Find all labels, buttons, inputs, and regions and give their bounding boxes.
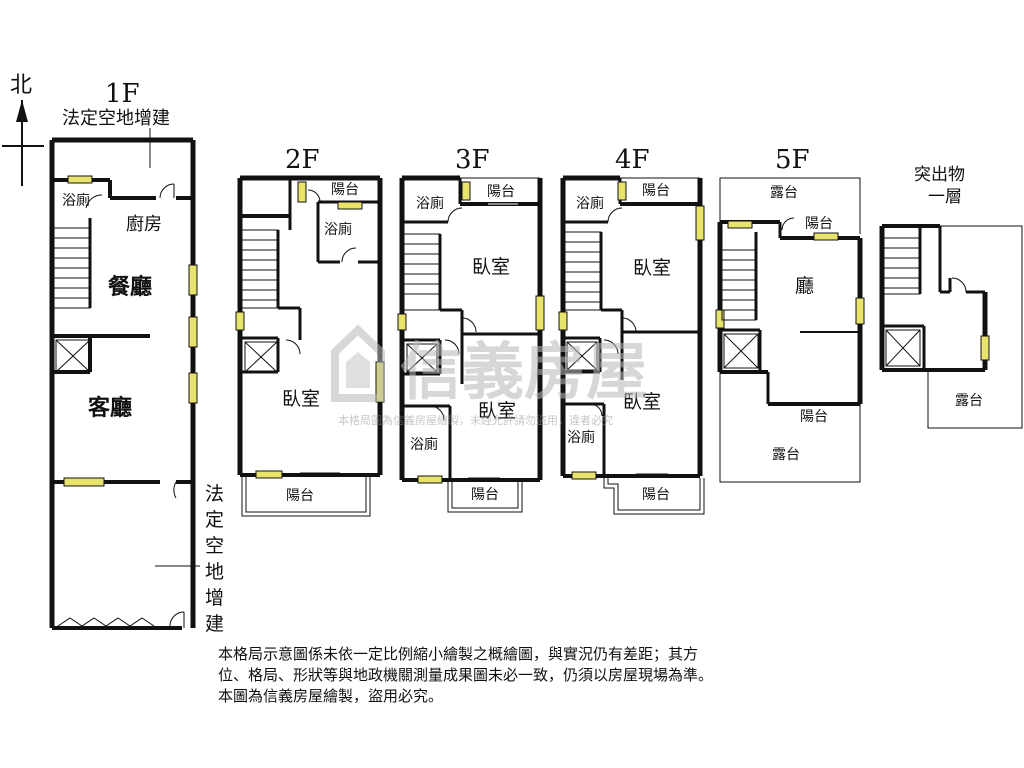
f2-bedroom-label: 臥室: [282, 388, 320, 410]
floor-title-5f: 5F: [775, 145, 810, 175]
f5-balcony-bottom-label: 陽台: [800, 409, 828, 425]
disclaimer-line: 位、格局、形狀等與地政機關測量成果圖未必一致，仍須以房屋現場為準。: [218, 666, 714, 684]
f3-balcony-bottom-label: 陽台: [471, 487, 499, 503]
floor-1f: 1F 法定空地增建: [49, 79, 198, 630]
floor-4f: 4F: [558, 145, 705, 515]
floor-title-2f: 2F: [285, 145, 320, 175]
f1-dining-label: 餐廳: [108, 274, 152, 300]
f4-bedroom-bottom-label: 臥室: [623, 391, 661, 413]
side-note: 法 定 空 地 增 建: [155, 483, 224, 635]
disclaimer-line: 本圖為信義房屋繪製，盜用必究。: [218, 687, 444, 705]
roof-terrace-label: 露台: [955, 393, 983, 409]
f5-terrace-bottom-label: 露台: [772, 447, 800, 463]
roof-title-line1: 突出物: [914, 165, 965, 185]
watermark-brand: 信義房屋: [400, 335, 648, 408]
floor-5f: 5F 露台 陽台 廳 陽台: [715, 145, 865, 483]
floor-2f: 2F: [235, 145, 385, 517]
north-label: 北: [10, 73, 32, 98]
floor-3f: 3F: [397, 145, 545, 513]
side-note-char: 建: [205, 613, 224, 635]
watermark-notice: 本格局圖為信義房屋繪製，未經允許請勿盜用，違者必究: [338, 413, 613, 427]
f1-bath-label: 浴廁: [62, 192, 90, 209]
f5-balcony-top-label: 陽台: [805, 216, 833, 232]
floor-roof: 突出物 一層 露台: [879, 165, 1023, 429]
disclaimer: 本格局示意圖係未依一定比例縮小繪製之概繪圖，與實況仍有差距；其方 位、格局、形狀…: [218, 644, 818, 707]
floor-title-1f: 1F: [105, 79, 140, 109]
floor-title-3f: 3F: [455, 145, 490, 175]
f2-balcony-bottom-label: 陽台: [286, 488, 314, 504]
watermark: 信義房屋 本格局圖為信義房屋繪製，未經允許請勿盜用，違者必究: [331, 324, 648, 427]
f5-hall-label: 廳: [795, 275, 814, 297]
f4-bedroom-top-label: 臥室: [633, 257, 671, 279]
f5-terrace-top-label: 露台: [770, 185, 798, 201]
f4-balcony-top-label: 陽台: [642, 183, 670, 199]
side-note-char: 增: [205, 587, 224, 609]
f3-bedroom-top-label: 臥室: [472, 256, 510, 278]
f1-kitchen-label: 廚房: [126, 213, 162, 235]
f3-bath-top-label: 浴廁: [416, 195, 444, 212]
side-note-char: 地: [205, 561, 224, 583]
f3-bath-bottom-label: 浴廁: [410, 436, 438, 453]
house-logo-icon: [331, 324, 385, 402]
f3-bedroom-bottom-label: 臥室: [478, 400, 516, 422]
f4-balcony-bottom-label: 陽台: [642, 487, 670, 503]
f1-note: 法定空地增建: [62, 108, 170, 129]
side-note-char: 空: [205, 535, 224, 557]
side-note-char: 法: [205, 483, 224, 505]
north-arrow-icon: [2, 100, 44, 186]
floor-title-4f: 4F: [615, 145, 650, 175]
roof-title-line2: 一層: [928, 187, 962, 207]
side-note-char: 定: [205, 509, 224, 531]
f2-bath-label: 浴廁: [324, 221, 352, 238]
f3-balcony-top-label: 陽台: [487, 184, 515, 200]
f4-bath-bottom-label: 浴廁: [567, 429, 595, 446]
f2-balcony-top-label: 陽台: [331, 182, 359, 198]
disclaimer-line: 本格局示意圖係未依一定比例縮小繪製之概繪圖，與實況仍有差距；其方: [218, 645, 699, 663]
f4-bath-top-label: 浴廁: [576, 195, 604, 212]
f1-living-label: 客廳: [88, 395, 132, 421]
